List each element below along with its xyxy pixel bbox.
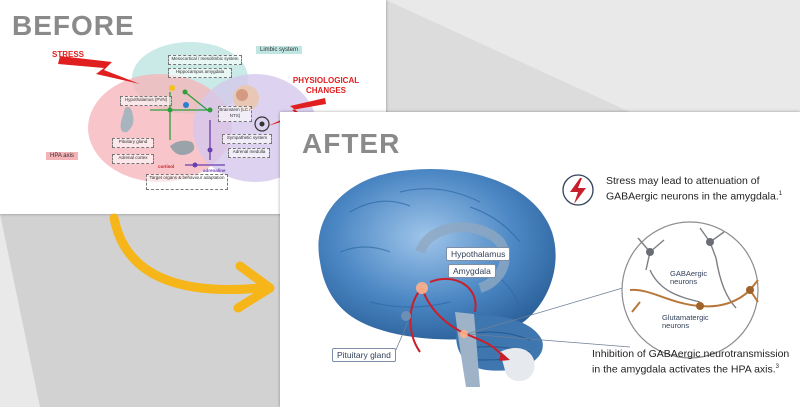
lightning-icon	[570, 178, 586, 204]
box-target-organs: Target organs & behaviour adaptation	[146, 174, 228, 190]
neuron-circle	[621, 221, 759, 359]
pituitary-label: Pituitary gland	[332, 348, 396, 362]
stress-label: STRESS	[52, 50, 85, 59]
hpa-label: HPA axis	[46, 152, 78, 160]
box-brainstem: Brainstem (LC / NTS)	[218, 106, 252, 122]
box-pituitary: Pituitary gland	[112, 138, 154, 148]
transition-arrow-icon	[109, 213, 275, 313]
hypothalamus-label: Hypothalamus	[446, 247, 511, 261]
adrenal-icon	[170, 140, 195, 155]
cerebrum-shape	[318, 168, 556, 340]
pituitary-shape	[401, 311, 411, 321]
after-title: AFTER	[302, 128, 401, 159]
limbic-label: Limbic system	[256, 46, 303, 54]
note-top-text: Stress may lead to attenuation of GABAer…	[606, 175, 779, 203]
gabaergic-label: GABAergic neurons	[670, 269, 708, 286]
box-hippocampus: Hippocampus amygdala	[168, 68, 232, 78]
physio-label: PHYSIOLOGICAL CHANGES	[292, 76, 360, 95]
amygdala-label: Amygdala	[448, 264, 496, 278]
note-bottom: Inhibition of GABAergic neurotransmissio…	[592, 348, 797, 377]
box-mesocortical: Mesocortical / mesolimbic system	[168, 55, 242, 65]
glutamatergic-label: Glutamatergic neurons	[662, 313, 709, 330]
brain-illustration	[318, 168, 759, 387]
after-panel: AFTER	[280, 112, 800, 407]
box-adrenal-medulla: Adrenal medulla	[228, 148, 270, 158]
note-top-ref: 1	[778, 191, 783, 197]
note-bottom-text: Inhibition of GABAergic neurotransmissio…	[592, 348, 790, 376]
note-top: Stress may lead to attenuation of GABAer…	[606, 175, 792, 204]
eye-icon	[254, 116, 270, 132]
box-sympathetic: Sympathetic system	[222, 134, 272, 144]
note-bottom-ref: 3	[775, 364, 779, 370]
label-cortisol: cortisol	[158, 164, 175, 169]
label-adrenaline: adrenaline	[203, 168, 226, 173]
stress-bolt-icon	[58, 56, 140, 84]
box-adrenal-cortex: Adrenal cortex	[112, 154, 154, 164]
before-title: BEFORE	[12, 10, 135, 41]
pituitary-icon	[120, 107, 134, 133]
box-hypothalamus: Hypothalamus (PVN)	[120, 96, 172, 106]
